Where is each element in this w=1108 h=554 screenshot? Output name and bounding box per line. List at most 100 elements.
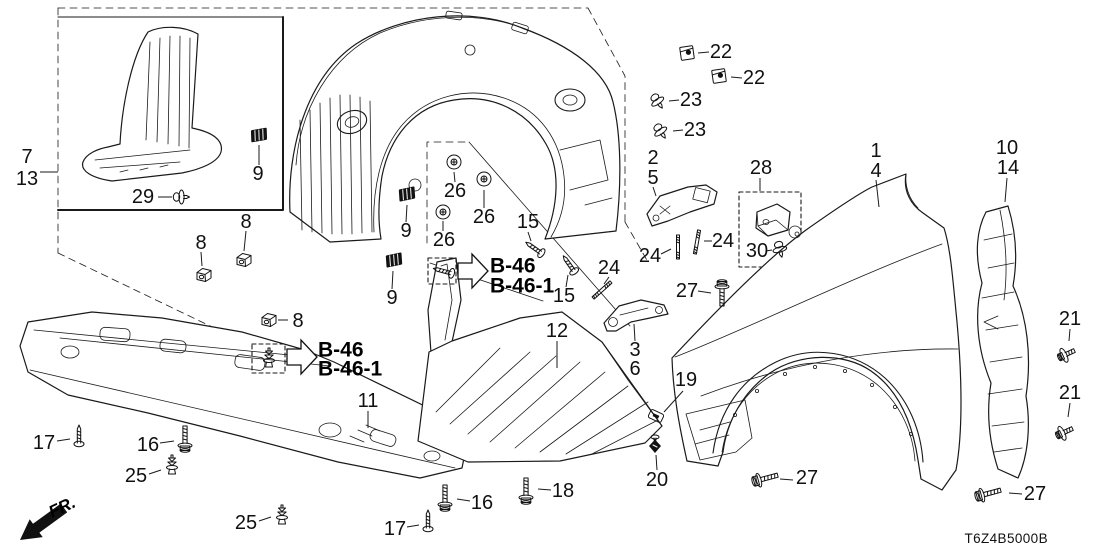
- callout-1: 1: [870, 140, 881, 162]
- callout-3: 3: [629, 339, 640, 361]
- rivet-icon: [772, 240, 788, 258]
- callout-25: 25: [125, 465, 147, 487]
- leader-line: [391, 270, 394, 290]
- pushbolt-icon: [1055, 425, 1074, 441]
- callout-26: 26: [473, 206, 495, 228]
- leader-line: [603, 276, 610, 285]
- callout-8: 8: [292, 310, 303, 332]
- callout-5: 5: [647, 167, 658, 189]
- leader-line: [697, 290, 712, 294]
- callout-18: 18: [552, 480, 574, 502]
- ref-note-b46: B-46B-46-1: [427, 252, 555, 298]
- leader-line: [565, 274, 569, 288]
- callout-9: 9: [400, 220, 411, 242]
- nutclip-icon: [236, 253, 252, 267]
- callout-27: 27: [676, 280, 698, 302]
- fender-garnish-drawing: [976, 205, 1030, 479]
- leader-line: [1067, 402, 1071, 418]
- liner-rear-inset-drawing: [81, 26, 223, 182]
- callout-24: 24: [712, 230, 734, 252]
- callout-23: 23: [684, 119, 706, 141]
- stud-icon: [676, 234, 680, 260]
- callout-13: 13: [16, 168, 38, 190]
- leader-line: [453, 171, 456, 183]
- callout-2: 2: [647, 147, 658, 169]
- fender-stay-drawing: [646, 184, 718, 227]
- callout-16: 16: [471, 492, 493, 514]
- leader-line: [672, 129, 684, 132]
- rivet-icon: [653, 123, 668, 139]
- callout-17: 17: [33, 432, 55, 454]
- callout-15: 15: [553, 285, 575, 307]
- screw-icon: [432, 267, 456, 279]
- callout-21: 21: [1059, 382, 1081, 404]
- ref-note-line1: B-46: [318, 339, 364, 362]
- leader-line: [655, 454, 658, 471]
- callout-8: 8: [240, 211, 251, 233]
- leader-line: [660, 248, 672, 255]
- callout-28: 28: [750, 157, 772, 179]
- ref-note-line2: B-46-1: [318, 358, 383, 381]
- bolt-icon: [437, 484, 453, 512]
- ref-note-line2: B-46-1: [490, 275, 555, 298]
- ref-note-box: [251, 343, 286, 374]
- screw-icon: [525, 241, 546, 259]
- callout-19: 19: [675, 369, 697, 391]
- leader-line: [159, 440, 175, 444]
- callout-16: 16: [137, 434, 159, 456]
- stay-bracket-drawing: [603, 299, 669, 332]
- middle-under-cover-drawing: [417, 257, 663, 463]
- nutclip-icon: [196, 268, 212, 282]
- callout-24: 24: [598, 257, 620, 279]
- grommet-icon: [435, 204, 451, 220]
- callout-7: 7: [21, 146, 32, 168]
- callout-22: 22: [743, 67, 765, 89]
- leader-line: [537, 488, 552, 491]
- retainer-icon: [398, 186, 416, 202]
- callout-25: 25: [235, 512, 257, 534]
- callout-30: 30: [746, 240, 768, 262]
- screw-icon: [422, 509, 434, 533]
- callout-12: 12: [546, 320, 568, 342]
- leader-line: [652, 186, 657, 197]
- leader-line: [258, 516, 272, 522]
- anchor-icon: [649, 434, 661, 453]
- retainer-icon: [385, 252, 403, 268]
- leader-line: [148, 469, 162, 475]
- callout-26: 26: [444, 180, 466, 202]
- callout-10: 10: [996, 137, 1018, 159]
- callout-9: 9: [386, 287, 397, 309]
- tree-icon: [276, 504, 288, 525]
- bolt-icon: [751, 472, 779, 488]
- retainer-icon: [250, 127, 268, 143]
- callout-9: 9: [252, 163, 263, 185]
- screw-icon: [562, 255, 580, 276]
- bolt-icon: [974, 487, 1002, 503]
- leader-line: [875, 179, 880, 208]
- callout-17: 17: [384, 518, 406, 540]
- ref-note-b46: B-46B-46-1: [251, 338, 383, 381]
- fender-liner-drawing: [289, 10, 621, 243]
- rivet-icon: [650, 93, 665, 109]
- leader-line: [527, 231, 532, 242]
- callout-11: 11: [358, 390, 379, 412]
- callout-27: 27: [1024, 483, 1046, 505]
- leader-line: [406, 524, 420, 528]
- front-under-cover-drawing: [19, 311, 471, 479]
- leader-line: [456, 498, 471, 502]
- sqclip-icon: [679, 45, 695, 61]
- front-fender-drawing: [671, 173, 962, 491]
- grommet-icon: [446, 154, 462, 170]
- ref-arrow-icon: [457, 252, 489, 290]
- bolt-icon: [714, 279, 730, 307]
- leader-line: [730, 76, 743, 79]
- bolt-icon: [177, 425, 193, 453]
- leader-line: [697, 51, 710, 54]
- leader-line: [1008, 492, 1023, 495]
- inset-view-box: [57, 16, 284, 211]
- leader-line: [1004, 177, 1008, 203]
- stud-icon: [692, 229, 702, 255]
- leader-line: [779, 478, 794, 481]
